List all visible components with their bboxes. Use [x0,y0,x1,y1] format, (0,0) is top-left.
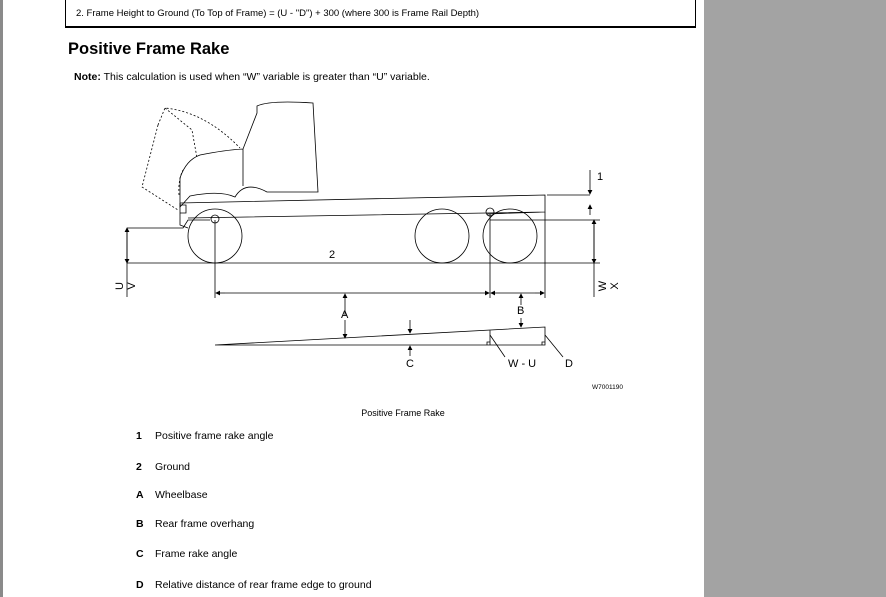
figure-id: W7001190 [592,384,623,391]
truck-cab [179,101,319,209]
document-page: 2. Frame Height to Ground (To Top of Fra… [3,0,704,597]
legend-text: Ground [155,461,191,473]
legend-key: A [136,489,144,501]
viewer-left-border [0,0,3,597]
label-w-u: W - U [508,358,536,370]
label-a: A [341,309,349,321]
label-d: D [565,358,573,370]
legend-text: Rear frame overhang [155,518,255,530]
label-c: C [406,358,414,370]
note: Note: This calculation is used when “W” … [74,71,430,83]
legend-item: 1 Positive frame rake angle [136,430,273,442]
frame-rake-diagram: 1 2 A B C W - U D U V W X W7001190 [114,101,623,391]
legend-item: 2 Ground [136,461,190,473]
legend-text: Frame rake angle [155,548,238,560]
rake-triangle [214,326,546,346]
label-w: W [597,280,609,291]
rear-wheel-1 [414,208,470,264]
legend-key: 2 [136,461,142,473]
rear-wheel-2 [482,208,538,264]
frame-rail [179,194,600,229]
label-v: V [126,282,138,290]
note-text: This calculation is used when “W” variab… [100,71,430,83]
label-1: 1 [597,171,603,183]
legend-key: D [136,579,144,591]
formula-line: 2. Frame Height to Ground (To Top of Fra… [76,8,480,19]
section-title: Positive Frame Rake [68,40,230,58]
legend-text: Relative distance of rear frame edge to … [155,579,372,591]
legend-item: B Rear frame overhang [136,518,254,530]
figure-caption: Positive Frame Rake [361,408,445,418]
legend-text: Wheelbase [155,489,208,501]
legend-text: Positive frame rake angle [155,430,274,442]
label-x: X [609,282,621,290]
frame-hitch [127,204,210,229]
note-label: Note: [74,71,101,83]
legend-key: C [136,548,144,560]
legend-item: D Relative distance of rear frame edge to… [136,579,372,591]
legend-item: C Frame rake angle [136,548,237,560]
formula-box: 2. Frame Height to Ground (To Top of Fra… [65,0,696,28]
legend-key: B [136,518,144,530]
legend-key: 1 [136,430,142,442]
legend-item: A Wheelbase [136,489,208,501]
label-b: B [517,305,524,317]
label-u: U [114,282,126,290]
open-hood-outline [141,107,241,211]
label-2: 2 [329,249,335,261]
